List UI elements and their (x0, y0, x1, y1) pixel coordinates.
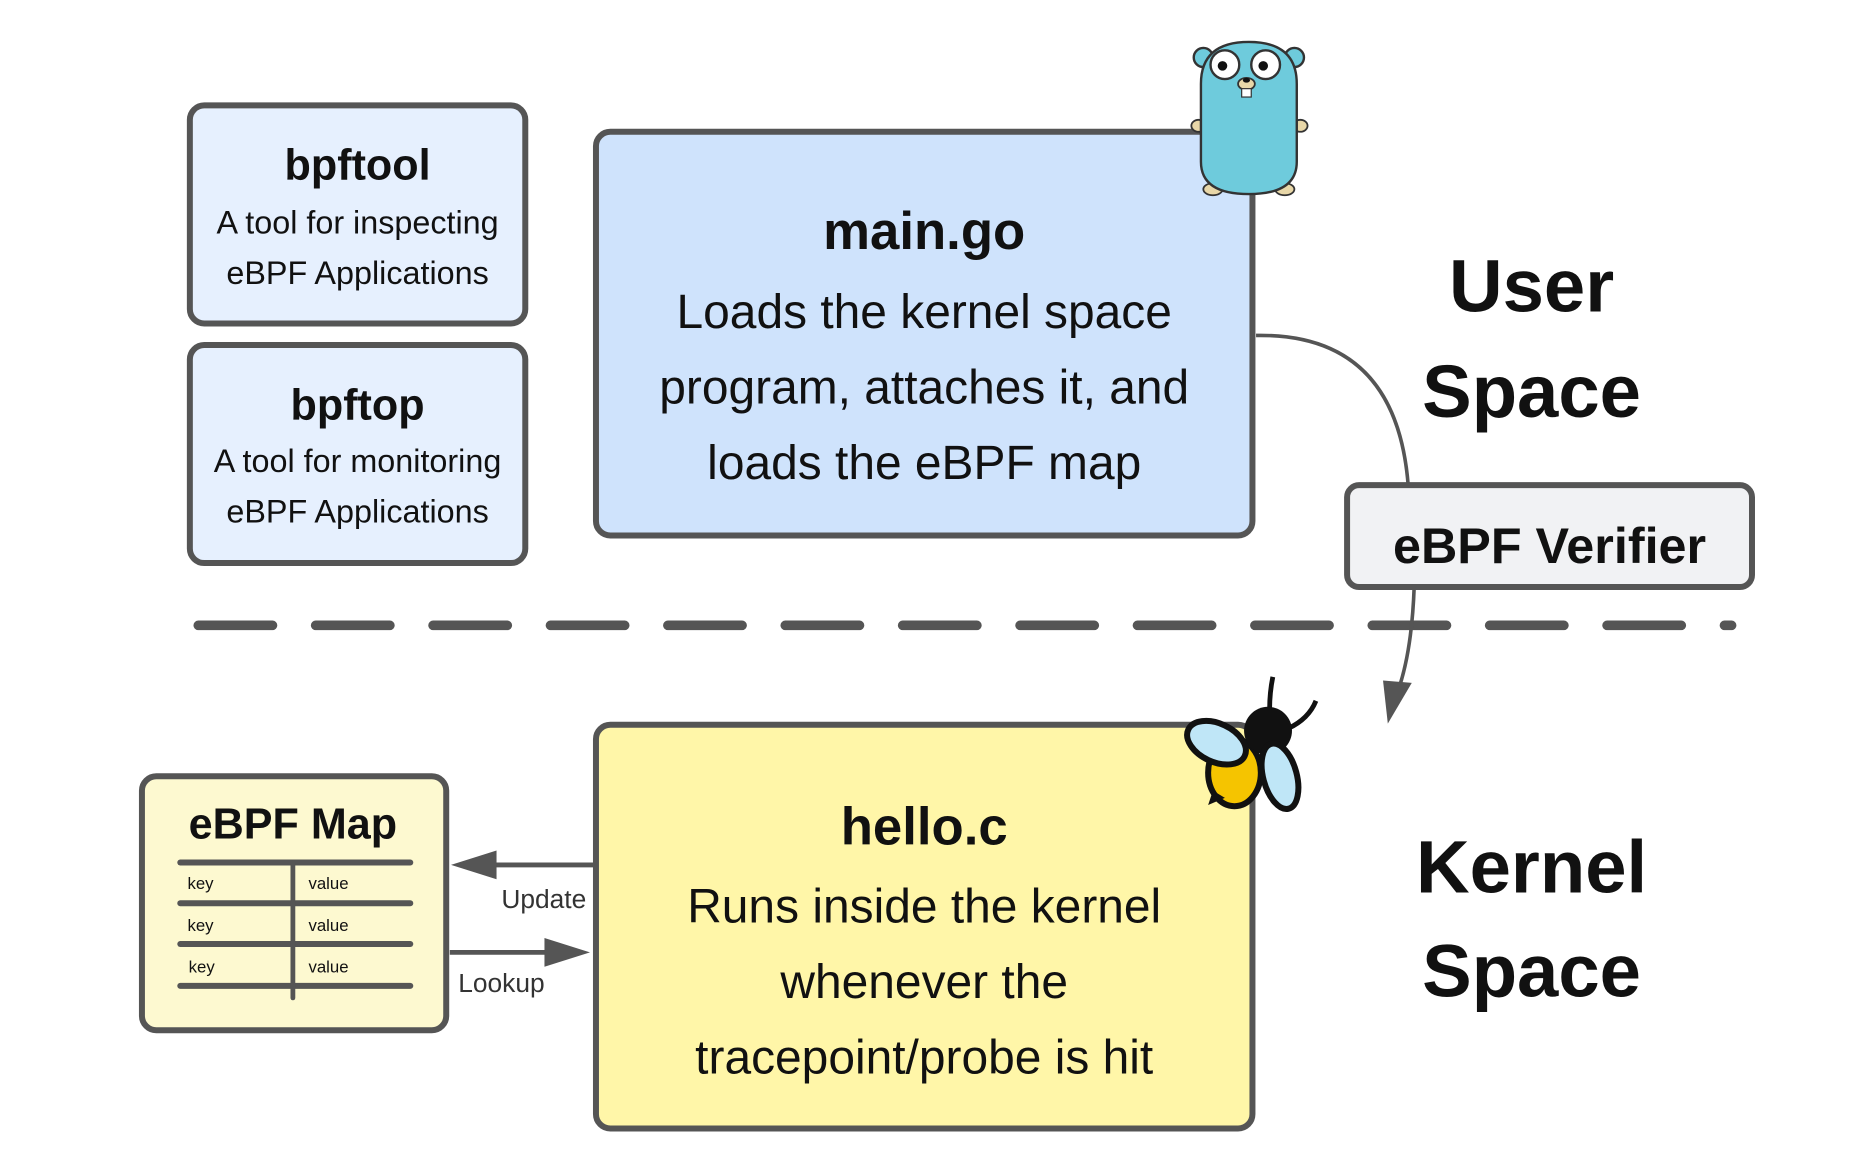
verifier-to-kernel-arrow (1395, 586, 1416, 694)
bpftool-desc-1: A tool for inspecting (216, 205, 498, 241)
map-value: value (308, 958, 348, 977)
hello-c-title: hello.c (841, 798, 1008, 857)
user-space-label-2: Space (1422, 350, 1641, 433)
ebpf-bee-icon (1184, 676, 1319, 812)
update-label: Update (501, 884, 586, 914)
map-key: key (187, 874, 214, 893)
main-go-desc-3: loads the eBPF map (707, 437, 1141, 490)
main-go-desc-2: program, attaches it, and (659, 362, 1189, 415)
map-row: key value (187, 916, 348, 935)
main-go-desc-1: Loads the kernel space (677, 286, 1172, 339)
map-value: value (308, 874, 348, 893)
bpftop-title: bpftop (291, 381, 425, 429)
bpftool-title: bpftool (285, 142, 431, 190)
lookup-label: Lookup (458, 968, 544, 998)
arrowhead-icon (1383, 680, 1412, 724)
arrowhead-left-icon (451, 850, 497, 880)
map-row: key value (189, 958, 349, 977)
hello-c-desc-2: whenever the (779, 956, 1068, 1009)
bpftop-desc-1: A tool for monitoring (214, 443, 502, 479)
main-go-box: main.go Loads the kernel space program, … (592, 128, 1256, 539)
map-key: key (187, 916, 214, 935)
ebpf-map-box: eBPF Map key value key value key value (138, 773, 450, 1034)
ebpf-verifier-label: eBPF Verifier (1393, 517, 1706, 574)
go-gopher-icon (1190, 40, 1309, 197)
map-table-lines (177, 859, 414, 1001)
load-connector (1256, 333, 1410, 486)
bpftop-desc-2: eBPF Applications (226, 493, 488, 529)
map-key: key (189, 958, 216, 977)
bpftop-box: bpftop A tool for monitoring eBPF Applic… (186, 342, 529, 567)
kernel-space-label-2: Space (1422, 930, 1641, 1013)
ebpf-map-title: eBPF Map (189, 801, 397, 849)
bpftool-desc-2: eBPF Applications (226, 255, 488, 291)
hello-c-desc-3: tracepoint/probe is hit (695, 1031, 1153, 1084)
hello-c-desc-1: Runs inside the kernel (687, 880, 1161, 933)
user-space-label-1: User (1449, 244, 1614, 327)
arrowhead-right-icon (544, 938, 590, 967)
map-value: value (308, 916, 348, 935)
map-row: key value (187, 874, 348, 893)
kernel-space-label-1: Kernel (1416, 825, 1647, 908)
main-go-title: main.go (823, 202, 1025, 261)
hello-c-box: hello.c Runs inside the kernel whenever … (592, 721, 1256, 1132)
bpftool-box: bpftool A tool for inspecting eBPF Appli… (186, 102, 529, 327)
ebpf-verifier-box: eBPF Verifier (1344, 482, 1755, 590)
